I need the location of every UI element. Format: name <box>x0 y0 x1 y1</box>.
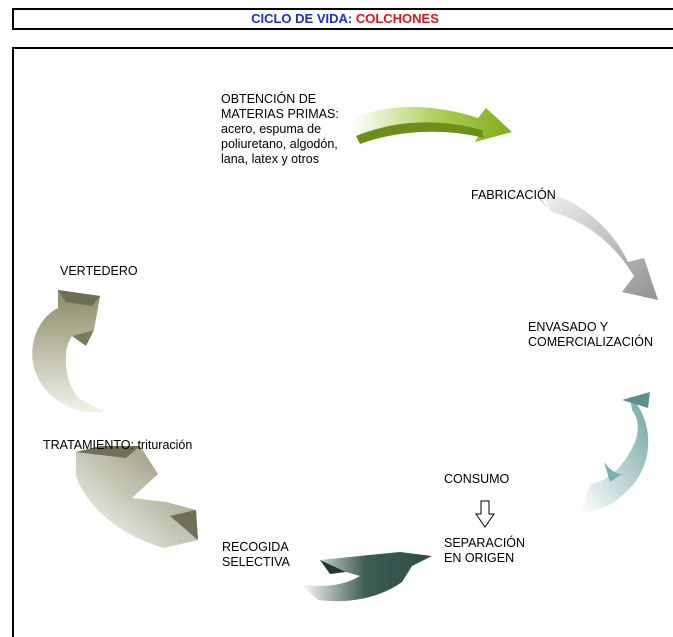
label-tratamiento: TRATAMIENTO: trituración <box>43 438 193 452</box>
title-cycle: CICLO DE VIDA: <box>251 11 356 26</box>
label-envasado: ENVASADO Y COMERCIALIZACIÓN <box>528 320 654 349</box>
arrow-materias <box>352 106 512 144</box>
cycle-arrows <box>32 106 658 602</box>
arrow-fabricacion <box>538 190 658 300</box>
arrow-recogida <box>300 552 432 602</box>
label-separacion: SEPARACIÓN EN ORIGEN <box>444 536 526 565</box>
title-product: COLCHONES <box>355 11 439 26</box>
label-fabricacion: FABRICACIÓN <box>471 188 556 202</box>
diagram-frame <box>12 47 673 637</box>
label-vertedero: VERTEDERO <box>60 264 138 278</box>
arrow-tratamiento <box>76 446 198 548</box>
down-arrow-icon <box>475 500 495 528</box>
label-materias-primas: OBTENCIÓN DE MATERIAS PRIMAS: acero, esp… <box>221 92 339 166</box>
arrow-envasado <box>580 392 650 512</box>
label-recogida: RECOGIDA SELECTIVA <box>222 540 290 569</box>
title-box: CICLO DE VIDA: COLCHONES <box>12 8 673 30</box>
arrow-vertedero <box>32 290 104 413</box>
label-consumo: CONSUMO <box>444 472 510 486</box>
